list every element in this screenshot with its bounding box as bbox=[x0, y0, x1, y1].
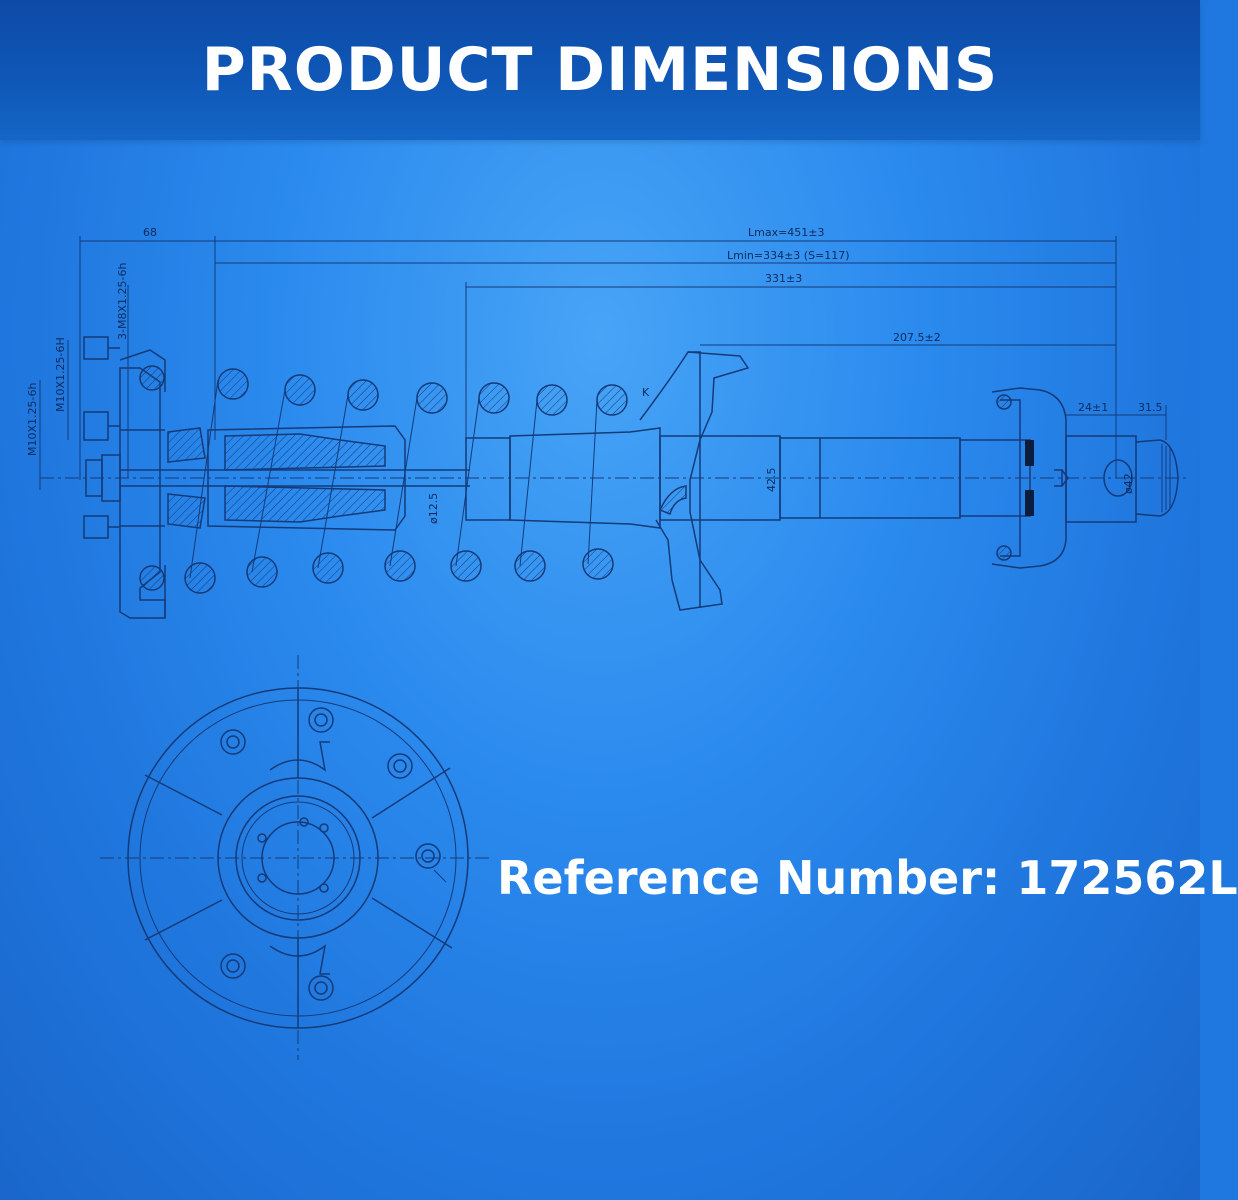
dim-68: 68 bbox=[143, 226, 157, 239]
spring-coils bbox=[184, 368, 628, 594]
dim-24: 24±1 bbox=[1078, 401, 1108, 414]
dim-dia-42: ø42 bbox=[1122, 473, 1135, 494]
thread-m8: 3-M8X1.25-6h bbox=[116, 263, 129, 340]
strut-side-view: 68 Lmax=451±3 Lmin=334±3 (S=117) 331±3 2… bbox=[26, 226, 1190, 619]
page-title: PRODUCT DIMENSIONS bbox=[201, 35, 999, 105]
thread-m10-b: M10X1.25-6h bbox=[26, 383, 39, 456]
dimension-lines bbox=[39, 236, 1167, 520]
mount-top-view bbox=[100, 655, 490, 1060]
dim-dia-12-5: ø12.5 bbox=[427, 493, 440, 524]
dim-331: 331±3 bbox=[765, 272, 802, 285]
dim-lmax: Lmax=451±3 bbox=[748, 226, 825, 239]
reference-number: Reference Number: 172562L bbox=[497, 851, 1238, 905]
mark-k: K bbox=[642, 386, 650, 399]
dim-lmin: Lmin=334±3 (S=117) bbox=[727, 249, 850, 262]
dim-42-5: 42.5 bbox=[765, 468, 778, 493]
dim-207-5: 207.5±2 bbox=[893, 331, 941, 344]
bolt-holes bbox=[220, 707, 441, 1001]
header-banner: PRODUCT DIMENSIONS bbox=[0, 0, 1200, 140]
dim-31-5: 31.5 bbox=[1138, 401, 1163, 414]
thread-m10-a: M10X1.25-6H bbox=[54, 337, 67, 412]
technical-drawing: 68 Lmax=451±3 Lmin=334±3 (S=117) 331±3 2… bbox=[26, 226, 1190, 1060]
